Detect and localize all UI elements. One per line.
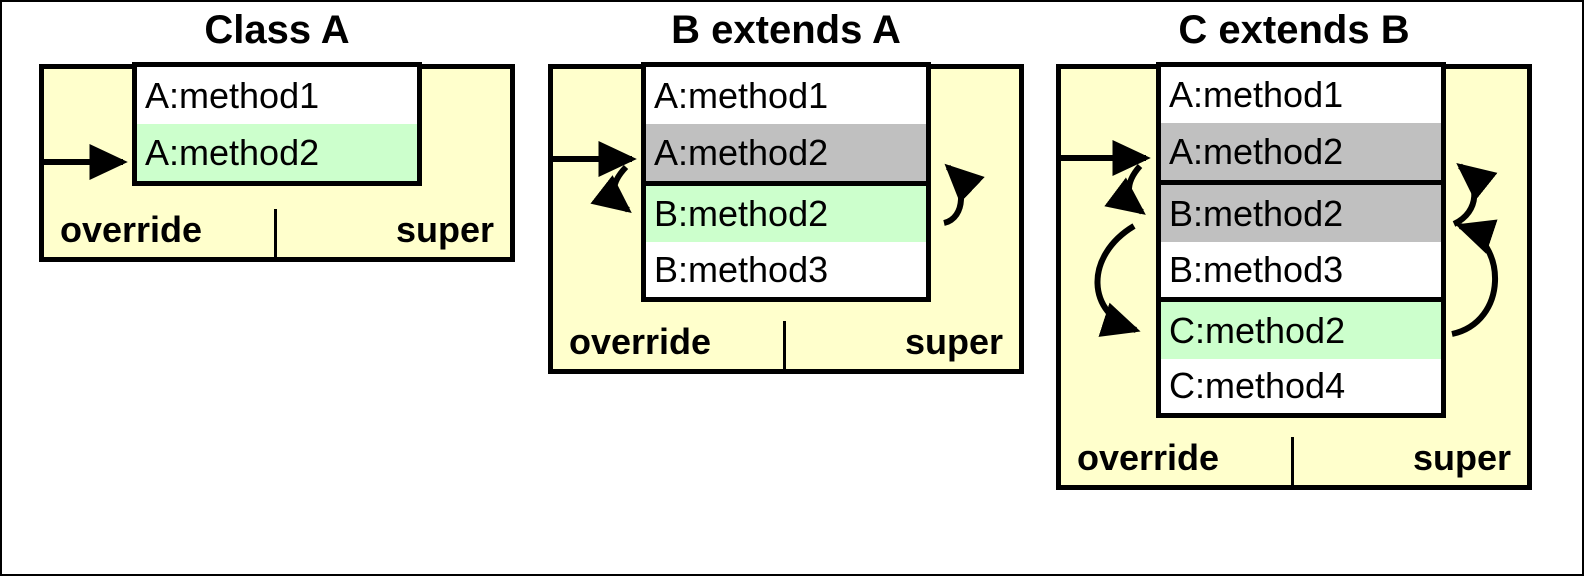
method-row[interactable]: A:method2	[646, 124, 926, 186]
method-row[interactable]: A:method1	[646, 67, 926, 124]
super-label-b-extends-a: super	[904, 321, 1003, 362]
method-row[interactable]: B:method3	[1161, 242, 1441, 302]
method-row[interactable]: B:method3	[646, 242, 926, 297]
method-row[interactable]: C:method2	[1161, 302, 1441, 359]
panel-c-extends-b: C extends B override super A:method1 A:m…	[1056, 4, 1532, 492]
panel-title-c-extends-b: C extends B	[1178, 8, 1410, 52]
super-label-class-a: super	[395, 209, 494, 250]
method-row[interactable]: B:method2	[1161, 185, 1441, 242]
panel-class-a: Class A override super A:method1 A:metho…	[39, 4, 515, 264]
override-super-row-c-extends-b: override super	[1061, 413, 1527, 485]
method-row[interactable]: A:method2	[137, 124, 417, 181]
method-row[interactable]: A:method1	[1161, 67, 1441, 123]
method-row[interactable]: C:method4	[1161, 359, 1441, 413]
panel-title-class-a: Class A	[204, 8, 350, 52]
super-label-c-extends-b: super	[1412, 437, 1511, 478]
method-row[interactable]: A:method2	[1161, 123, 1441, 185]
method-box-c-extends-b: A:method1 A:method2 B:method2 B:method3 …	[1156, 62, 1446, 418]
method-box-class-a: A:method1 A:method2	[132, 62, 422, 186]
method-row[interactable]: A:method1	[137, 67, 417, 124]
method-row[interactable]: B:method2	[646, 186, 926, 242]
override-label-c-extends-b: override	[1061, 437, 1294, 485]
override-label-class-a: override	[44, 209, 277, 257]
override-label-b-extends-a: override	[553, 321, 786, 369]
panel-title-b-extends-a: B extends A	[671, 8, 901, 52]
override-super-row-class-a: override super	[44, 185, 510, 257]
panel-b-extends-a: B extends A override super A:method1 A:m…	[548, 4, 1024, 376]
method-box-b-extends-a: A:method1 A:method2 B:method2 B:method3	[641, 62, 931, 302]
override-super-row-b-extends-a: override super	[553, 297, 1019, 369]
